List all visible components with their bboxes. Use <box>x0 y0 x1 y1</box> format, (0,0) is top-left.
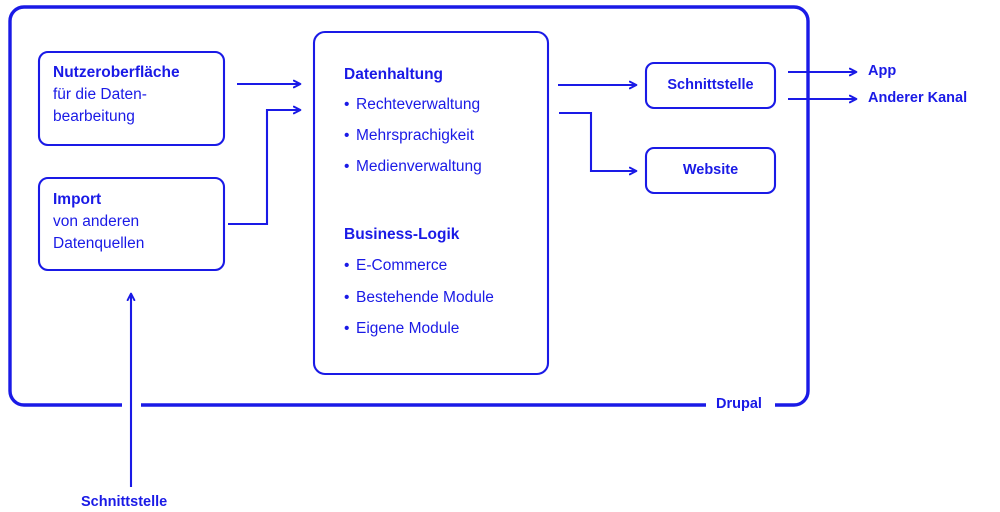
node-outline-website <box>644 146 777 195</box>
bullet-glyph: • <box>344 96 350 113</box>
card-title-import: Import <box>53 191 102 208</box>
bullet-item: • Medienverwaltung <box>344 158 482 176</box>
bullet-label: Medienverwaltung <box>356 158 482 175</box>
bullet-glyph: • <box>344 127 350 144</box>
bullet-glyph: • <box>344 158 350 175</box>
card-line-1: von anderen <box>53 213 140 231</box>
bullet-item: • Rechteverwaltung <box>344 96 480 114</box>
panel-heading-datenhaltung: Datenhaltung <box>344 66 444 83</box>
panel-heading-business-logik: Business-Logik <box>344 226 460 243</box>
center-panel-outline <box>312 30 550 376</box>
card-title-nutzeroberflaeche: Nutzeroberfläche <box>53 64 180 81</box>
frame-label-drupal: Drupal <box>716 396 762 412</box>
bullet-item: • Bestehende Module <box>344 289 494 307</box>
bullet-label: Eigene Module <box>356 320 460 337</box>
node-label-website: Website <box>682 162 739 178</box>
card-outline-nutzeroberflaeche <box>37 50 226 147</box>
bullet-item: • Eigene Module <box>344 320 459 338</box>
connector-import-to-panel <box>228 105 302 226</box>
bullet-label: Rechteverwaltung <box>356 96 481 113</box>
node-label-schnittstelle-out: Schnittstelle <box>667 77 754 93</box>
bullet-label: E-Commerce <box>356 257 448 274</box>
bullet-label: Mehrsprachigkeit <box>356 127 475 144</box>
bullet-label: Bestehende Module <box>356 289 494 306</box>
endpoint-label-app: App <box>868 63 897 79</box>
drupal-frame <box>8 5 810 407</box>
caption-label-schnittstelle-in: Schnittstelle <box>81 494 168 510</box>
card-line-2: Datenquellen <box>53 234 145 252</box>
bullet-item: • Mehrsprachigkeit <box>344 127 474 145</box>
connector-panel-to-website <box>559 111 638 176</box>
bullet-item: • E-Commerce <box>344 257 447 275</box>
node-outline-schnittstelle-out <box>644 61 777 110</box>
card-nutzeroberflaeche: Nutzeroberfläche für die Daten- bearbeit… <box>53 62 221 127</box>
card-line-1: für die Daten- <box>53 86 147 104</box>
bullet-glyph: • <box>344 320 350 337</box>
bullet-glyph: • <box>344 257 350 274</box>
endpoint-label-anderer-kanal: Anderer Kanal <box>868 90 968 106</box>
card-outline-import <box>37 176 226 272</box>
card-import: Import von anderen Datenquellen <box>53 189 221 254</box>
bullet-glyph: • <box>344 289 350 306</box>
card-line-2: bearbeitung <box>53 107 135 125</box>
